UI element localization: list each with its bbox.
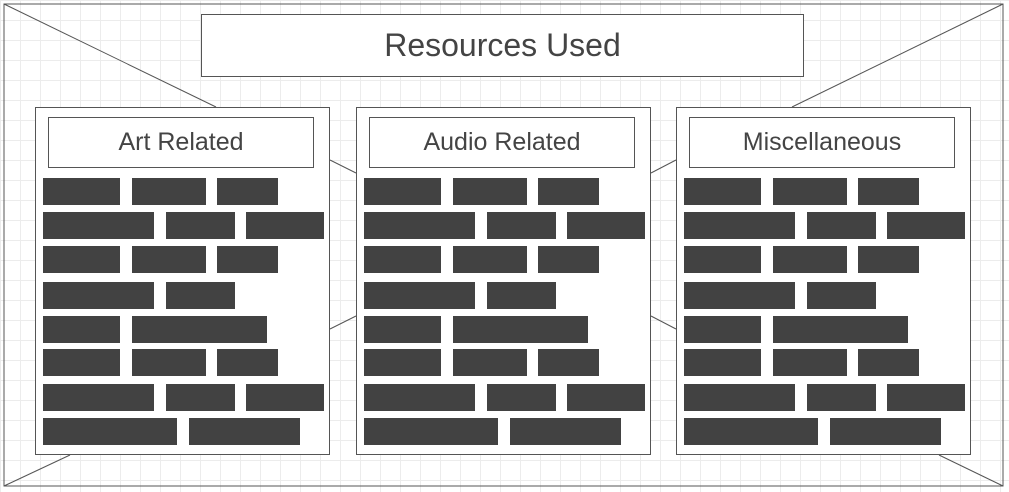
placeholder-text-block (453, 349, 527, 376)
placeholder-text-block (246, 212, 324, 239)
placeholder-text-block (43, 246, 120, 273)
placeholder-text-block (773, 349, 847, 376)
placeholder-text-block (684, 282, 795, 309)
placeholder-text-block (166, 384, 235, 411)
placeholder-text-block (364, 349, 441, 376)
panel-heading: Art Related (48, 117, 314, 168)
placeholder-text-block (773, 246, 847, 273)
placeholder-text-block (807, 282, 876, 309)
placeholder-text-block (364, 212, 475, 239)
placeholder-text-block (364, 418, 498, 445)
placeholder-text-block (43, 212, 154, 239)
placeholder-text-block (166, 212, 235, 239)
placeholder-text-block (43, 178, 120, 205)
placeholder-text-block (364, 178, 441, 205)
placeholder-text-block (684, 316, 761, 343)
placeholder-text-block (217, 246, 278, 273)
placeholder-text-block (43, 384, 154, 411)
placeholder-text-block (132, 316, 267, 343)
placeholder-text-block (567, 212, 645, 239)
placeholder-text-block (43, 418, 177, 445)
perspective-line-bottom-left (3, 454, 71, 487)
placeholder-text-block (830, 418, 941, 445)
connector-line (329, 159, 357, 174)
panel-heading: Miscellaneous (689, 117, 955, 168)
placeholder-text-block (453, 316, 588, 343)
placeholder-text-block (684, 246, 761, 273)
perspective-line-top-left (3, 3, 217, 108)
placeholder-text-block (887, 212, 965, 239)
panel-miscellaneous: Miscellaneous (676, 107, 971, 455)
placeholder-text-block (538, 246, 599, 273)
placeholder-text-block (858, 178, 919, 205)
placeholder-text-block (453, 246, 527, 273)
placeholder-text-block (684, 418, 818, 445)
placeholder-text-block (538, 349, 599, 376)
connector-line (329, 315, 357, 330)
placeholder-text-block (567, 384, 645, 411)
panel-art-related: Art Related (35, 107, 330, 455)
connector-line (650, 315, 677, 330)
placeholder-text-block (684, 349, 761, 376)
placeholder-text-block (684, 212, 795, 239)
placeholder-text-block (364, 316, 441, 343)
placeholder-text-block (43, 349, 120, 376)
placeholder-text-block (684, 178, 761, 205)
connector-line (650, 159, 677, 174)
placeholder-text-block (132, 349, 206, 376)
placeholder-text-block (246, 384, 324, 411)
placeholder-text-block (684, 384, 795, 411)
placeholder-text-block (887, 384, 965, 411)
placeholder-text-block (487, 282, 556, 309)
placeholder-text-block (43, 282, 154, 309)
placeholder-text-block (364, 246, 441, 273)
outer-frame (3, 3, 1004, 487)
placeholder-text-block (807, 384, 876, 411)
placeholder-text-block (166, 282, 235, 309)
placeholder-text-block (773, 178, 847, 205)
placeholder-text-block (189, 418, 300, 445)
placeholder-text-block (453, 178, 527, 205)
placeholder-text-block (858, 349, 919, 376)
panel-heading: Audio Related (369, 117, 635, 168)
placeholder-text-block (538, 178, 599, 205)
placeholder-text-block (773, 316, 908, 343)
panel-audio-related: Audio Related (356, 107, 651, 455)
perspective-line-top-right (791, 3, 1004, 108)
placeholder-text-block (132, 178, 206, 205)
placeholder-text-block (217, 349, 278, 376)
placeholder-text-block (487, 384, 556, 411)
placeholder-text-block (858, 246, 919, 273)
placeholder-text-block (510, 418, 621, 445)
placeholder-text-block (807, 212, 876, 239)
placeholder-text-block (487, 212, 556, 239)
diagram-title: Resources Used (201, 14, 804, 77)
placeholder-text-block (132, 246, 206, 273)
perspective-line-bottom-right (938, 454, 1004, 487)
placeholder-text-block (217, 178, 278, 205)
placeholder-text-block (43, 316, 120, 343)
placeholder-text-block (364, 384, 475, 411)
placeholder-text-block (364, 282, 475, 309)
